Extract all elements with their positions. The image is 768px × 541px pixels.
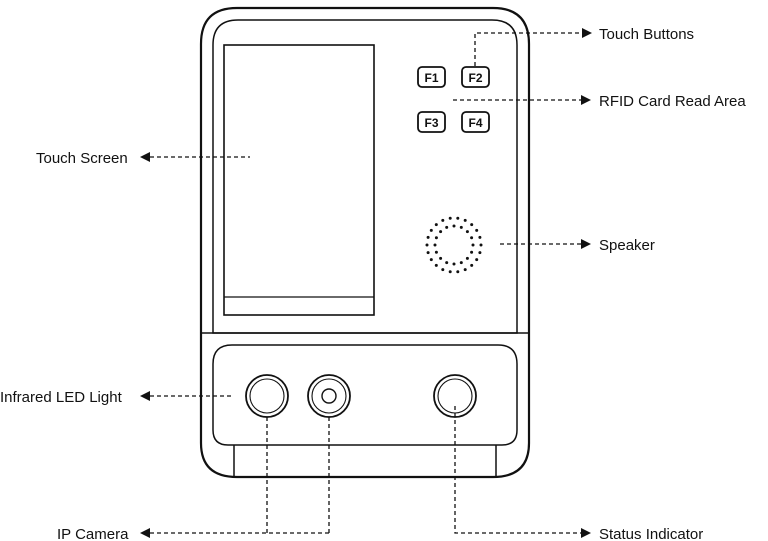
- speaker-dot: [475, 228, 479, 232]
- callout-ip-camera: IP Camera: [57, 417, 330, 541]
- infrared-led-lens: [245, 374, 289, 418]
- speaker-dot: [426, 251, 430, 255]
- touch-key-f3-label: F3: [424, 116, 438, 130]
- speaker-dot: [470, 263, 474, 267]
- touch-key-f4: F4: [461, 111, 490, 133]
- touch-key-f1-label: F1: [424, 71, 438, 85]
- label-ip-camera: IP Camera: [57, 526, 129, 541]
- speaker-dot: [471, 243, 475, 247]
- speaker-dot: [452, 224, 456, 228]
- speaker-dot: [448, 270, 452, 274]
- speaker-grille: [425, 216, 483, 274]
- arrow-left-icon: [140, 528, 150, 538]
- speaker-dot: [426, 235, 430, 239]
- callout-infrared-led: Infrared LED Light: [0, 389, 232, 406]
- arrow-right-icon: [581, 239, 591, 249]
- speaker-dot: [434, 250, 438, 254]
- callout-rfid: RFID Card Read Area: [453, 93, 746, 110]
- label-rfid-area: RFID Card Read Area: [599, 93, 746, 110]
- label-touch-buttons: Touch Buttons: [599, 26, 694, 43]
- speaker-dot: [470, 236, 474, 240]
- speaker-dot: [456, 270, 460, 274]
- speaker-dot: [478, 235, 482, 239]
- arrow-left-icon: [140, 152, 150, 162]
- callout-touch-screen: Touch Screen: [36, 150, 250, 167]
- speaker-dot: [470, 250, 474, 254]
- speaker-dot: [434, 223, 438, 227]
- callout-touch-buttons: Touch Buttons: [474, 26, 694, 66]
- touch-key-f1: F1: [417, 66, 446, 88]
- label-infrared-led: Infrared LED Light: [0, 389, 123, 406]
- speaker-dot: [465, 230, 469, 234]
- speaker-dot: [439, 256, 443, 260]
- label-status-indicator: Status Indicator: [599, 526, 703, 541]
- speaker-dot: [445, 261, 449, 265]
- speaker-dot: [463, 268, 467, 272]
- speaker-dot: [441, 268, 445, 272]
- speaker-dot: [425, 243, 429, 247]
- callout-status-indicator: Status Indicator: [454, 406, 703, 541]
- device-body: [199, 6, 531, 479]
- touch-key-f4-label: F4: [468, 116, 482, 130]
- touch-screen: [223, 44, 375, 316]
- speaker-dot: [433, 243, 437, 247]
- arrow-left-icon: [140, 391, 150, 401]
- speaker-dot: [479, 243, 483, 247]
- arrow-right-icon: [582, 28, 592, 38]
- speaker-dot: [441, 218, 445, 222]
- speaker-dot: [429, 258, 433, 262]
- arrow-right-icon: [581, 95, 591, 105]
- touch-key-f2: F2: [461, 66, 490, 88]
- speaker-dot: [459, 261, 463, 265]
- speaker-dot: [459, 225, 463, 229]
- speaker-dot: [452, 262, 456, 266]
- ip-camera-lens: [307, 374, 351, 418]
- speaker-dot: [463, 218, 467, 222]
- speaker-dot: [456, 216, 460, 220]
- speaker-dot: [434, 263, 438, 267]
- touch-key-f3: F3: [417, 111, 446, 133]
- speaker-dot: [448, 216, 452, 220]
- speaker-dot: [465, 256, 469, 260]
- speaker-dot: [429, 228, 433, 232]
- speaker-dot: [445, 225, 449, 229]
- touch-key-f2-label: F2: [468, 71, 482, 85]
- status-indicator-lens: [433, 374, 477, 418]
- label-touch-screen: Touch Screen: [36, 150, 128, 167]
- callout-speaker: Speaker: [500, 237, 655, 254]
- arrow-right-icon: [581, 528, 591, 538]
- speaker-dot: [434, 236, 438, 240]
- speaker-dot: [470, 223, 474, 227]
- speaker-dot: [475, 258, 479, 262]
- speaker-dot: [439, 230, 443, 234]
- label-speaker: Speaker: [599, 237, 655, 254]
- speaker-dot: [478, 251, 482, 255]
